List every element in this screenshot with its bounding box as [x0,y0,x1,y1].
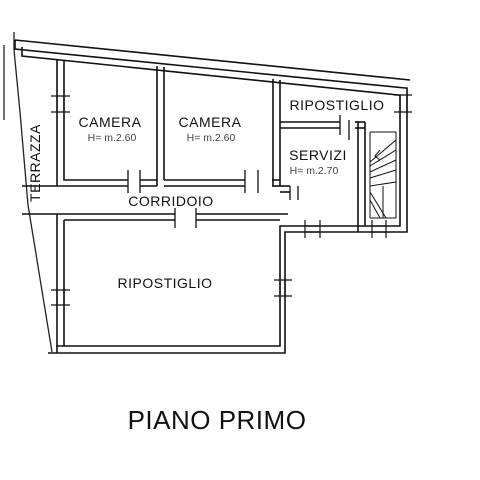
window-servizi-bottom [304,220,321,238]
room-label-corridoio: CORRIDOIO [128,193,213,209]
room-label-ripostiglio-large: RIPOSTIGLIO [118,275,213,291]
window-stair [371,220,387,238]
window-ripostiglio-large-right [274,279,292,297]
room-label-servizi: SERVIZI [289,147,347,163]
room-height-servizi: H= m.2.70 [290,165,339,177]
stair [369,131,397,219]
window-camera-left [51,95,70,113]
window-ripostiglio-large-left [51,289,70,306]
terrace-outline [3,32,53,353]
room-height-camera-right: H= m.2.60 [187,132,236,144]
door-marks [127,115,350,228]
room-label-ripostiglio-small: RIPOSTIGLIO [290,97,385,113]
room-label-camera-left: CAMERA [79,114,142,130]
room-label-camera-right: CAMERA [179,114,242,130]
window-ripostiglio-top [394,94,412,113]
room-height-camera-left: H= m.2.60 [88,132,137,144]
window-marks [51,94,412,306]
plan-title: PIANO PRIMO [128,405,307,435]
terrace-label: TERRAZZA [27,124,43,202]
outer-walls [14,39,411,354]
